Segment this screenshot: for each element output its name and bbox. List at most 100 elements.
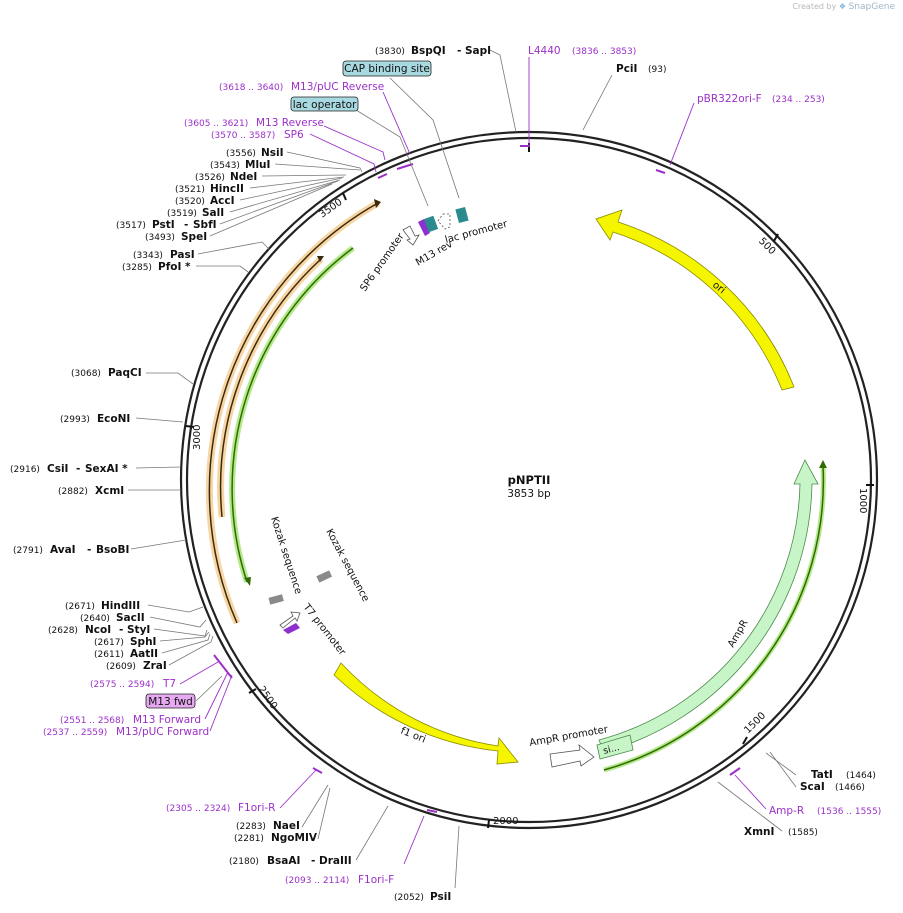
plasmid-length: 3853 bp bbox=[507, 488, 551, 500]
enzyme-sali[interactable]: (3519)SalI bbox=[167, 207, 224, 219]
enzyme-ndei[interactable]: (3526) NdeI bbox=[195, 171, 257, 183]
svg-text:(3830): (3830) bbox=[375, 47, 405, 57]
enzyme-hincii[interactable]: (3521)HincII bbox=[175, 183, 244, 195]
enzyme-ncoi[interactable]: (2628)NcoI-StyI bbox=[48, 624, 150, 636]
enzyme-paqci[interactable]: (3068)PaqCI bbox=[71, 367, 142, 379]
kozak2-box[interactable] bbox=[316, 570, 333, 583]
ampr-promoter-feature[interactable] bbox=[549, 744, 595, 768]
svg-text:-: - bbox=[119, 624, 123, 636]
enzyme-pasi[interactable]: (3343)PasI bbox=[133, 249, 195, 261]
svg-text:(2052): (2052) bbox=[394, 893, 424, 903]
svg-text:SpeI: SpeI bbox=[181, 231, 207, 243]
sp6-promoter-feature[interactable] bbox=[402, 225, 420, 246]
f1ori-r-mark bbox=[312, 767, 323, 774]
svg-text:-: - bbox=[457, 45, 461, 57]
svg-text:(1585): (1585) bbox=[788, 828, 818, 838]
svg-text:(2640): (2640) bbox=[80, 614, 110, 624]
svg-text:(2609): (2609) bbox=[106, 662, 136, 672]
cap-binding-site-box[interactable]: CAP binding site bbox=[342, 60, 432, 77]
cap-site-glyph[interactable] bbox=[437, 213, 451, 230]
svg-text:(3618 .. 3640): (3618 .. 3640) bbox=[219, 83, 283, 93]
svg-text:(2180): (2180) bbox=[229, 857, 259, 867]
svg-text:NaeI: NaeI bbox=[273, 820, 300, 832]
primer-m13-forward[interactable]: (2551 .. 2568)M13 Forward bbox=[60, 714, 201, 726]
enzyme-ngomiv[interactable]: (2281)NgoMIV bbox=[234, 832, 318, 844]
enzyme-xmni[interactable]: XmnI (1585) bbox=[744, 826, 818, 838]
enzyme-bspqi[interactable]: (3830)BspQI-SapI bbox=[375, 45, 491, 57]
ori-feature[interactable] bbox=[595, 209, 795, 391]
enzyme-spei[interactable]: (3493)SpeI bbox=[145, 231, 207, 243]
lac-operator-box[interactable]: lac operator bbox=[290, 96, 359, 112]
svg-text:SalI: SalI bbox=[202, 207, 224, 219]
svg-text:NdeI: NdeI bbox=[230, 171, 257, 183]
enzyme-mlui[interactable]: (3543)MluI bbox=[210, 159, 270, 171]
svg-text:StyI: StyI bbox=[127, 624, 150, 636]
kozak1-box[interactable] bbox=[268, 594, 284, 605]
enzyme-naei[interactable]: (2283)NaeI bbox=[236, 820, 300, 832]
enzyme-hindiii[interactable]: (2671)HindIII bbox=[65, 600, 140, 612]
primer-labels: L4440(3836 .. 3853) pBR322ori-F(234 .. 2… bbox=[43, 45, 881, 886]
enzyme-sacii[interactable]: (2640)SacII bbox=[80, 612, 145, 624]
svg-text:SexAI *: SexAI * bbox=[85, 463, 128, 475]
svg-text:M13/pUC Forward: M13/pUC Forward bbox=[116, 726, 209, 738]
svg-text:(2628): (2628) bbox=[48, 626, 78, 636]
signal-sequence[interactable] bbox=[596, 734, 634, 760]
enzyme-xcmi[interactable]: (2882)XcmI bbox=[58, 485, 124, 497]
svg-text:XmnI: XmnI bbox=[744, 826, 774, 838]
enzyme-nsii[interactable]: (3556)NsiI bbox=[226, 147, 284, 159]
enzyme-tati[interactable]: TatI (1464) bbox=[811, 769, 876, 781]
enzyme-avai[interactable]: (2791)AvaI-BsoBI bbox=[13, 544, 129, 556]
primer-sp6[interactable]: (3570 .. 3587)SP6 bbox=[211, 129, 304, 141]
svg-text:-: - bbox=[76, 463, 80, 475]
svg-text:XcmI: XcmI bbox=[95, 485, 124, 497]
primer-m13puc-reverse[interactable]: (3618 .. 3640)M13/pUC Reverse bbox=[219, 81, 384, 93]
m13-fwd-box[interactable]: M13 fwd bbox=[145, 693, 196, 709]
m13-fwd-label: M13 fwd bbox=[148, 696, 193, 708]
enzyme-sphi[interactable]: (2617)SphI bbox=[94, 636, 156, 648]
enzyme-csii[interactable]: (2916)CsiI-SexAI * bbox=[10, 463, 128, 475]
f1-ori-feature[interactable] bbox=[333, 662, 519, 765]
primer-m13-reverse[interactable]: (3605 .. 3621)M13 Reverse bbox=[184, 117, 324, 129]
orange-arc-outer-arrowhead bbox=[374, 199, 381, 208]
enzyme-labels: (3830)BspQI-SapI PciI(93) (3556)NsiI (35… bbox=[10, 45, 876, 903]
svg-text:-: - bbox=[311, 855, 315, 867]
svg-text:HindIII: HindIII bbox=[101, 600, 140, 612]
ampr-feature[interactable] bbox=[598, 459, 819, 753]
svg-text:(3605 .. 3621): (3605 .. 3621) bbox=[184, 119, 248, 129]
enzyme-pcii[interactable]: PciI(93) bbox=[616, 63, 666, 75]
cap-binding-site-label: CAP binding site bbox=[344, 63, 430, 75]
ampr-orf-arrowhead bbox=[819, 460, 827, 468]
enzyme-leader-lines bbox=[128, 49, 797, 889]
primer-f1ori-r[interactable]: (2305 .. 2324)F1ori-R bbox=[166, 802, 275, 814]
tick-3000: 3000 bbox=[185, 425, 203, 450]
primer-f1ori-f[interactable]: (2093 .. 2114)F1ori-F bbox=[285, 874, 394, 886]
feature-leader-lines bbox=[195, 77, 460, 702]
orange-arc-inner-arrowhead bbox=[317, 256, 324, 262]
enzyme-acci[interactable]: (3520)AccI bbox=[175, 195, 234, 207]
primer-pbr322ori-f[interactable]: pBR322ori-F(234 .. 253) bbox=[697, 93, 825, 105]
lac-promoter-glyph[interactable] bbox=[455, 206, 469, 224]
svg-text:(3526): (3526) bbox=[195, 173, 225, 183]
lac-promoter-label: lac promoter bbox=[444, 218, 510, 245]
enzyme-psii[interactable]: (2052)PsiI bbox=[394, 891, 451, 903]
svg-text:(2993): (2993) bbox=[60, 415, 90, 425]
enzyme-scai[interactable]: ScaI(1466) bbox=[800, 781, 865, 793]
primer-m13puc-forward[interactable]: (2537 .. 2559)M13/pUC Forward bbox=[43, 726, 209, 738]
enzyme-aatii[interactable]: (2611)AatII bbox=[94, 648, 158, 660]
enzyme-econi[interactable]: (2993)EcoNI bbox=[60, 413, 130, 425]
primer-t7[interactable]: (2575 .. 2594)T7 bbox=[90, 678, 176, 690]
primer-amp-r[interactable]: Amp-R(1536 .. 1555) bbox=[769, 805, 881, 817]
primer-l4440[interactable]: L4440(3836 .. 3853) bbox=[528, 45, 636, 57]
enzyme-zrai[interactable]: (2609)ZraI bbox=[106, 660, 167, 672]
enzyme-pfoi[interactable]: (3285)PfoI * bbox=[122, 261, 191, 273]
svg-text:BspQI: BspQI bbox=[411, 45, 446, 57]
t7-promoter-label: T7 promoter bbox=[300, 601, 348, 658]
lac-operator-glyph[interactable] bbox=[423, 215, 439, 233]
svg-text:(1536 .. 1555): (1536 .. 1555) bbox=[817, 807, 881, 817]
plasmid-name: pNPTII bbox=[508, 473, 551, 487]
t7-promoter-feature[interactable] bbox=[279, 611, 301, 629]
enzyme-psti[interactable]: (3517)PstI-SbfI bbox=[116, 219, 217, 231]
svg-text:(1464): (1464) bbox=[846, 771, 876, 781]
enzyme-bsaai[interactable]: (2180)BsaAI-DraIII bbox=[229, 855, 352, 867]
svg-text:TatI: TatI bbox=[811, 769, 833, 781]
